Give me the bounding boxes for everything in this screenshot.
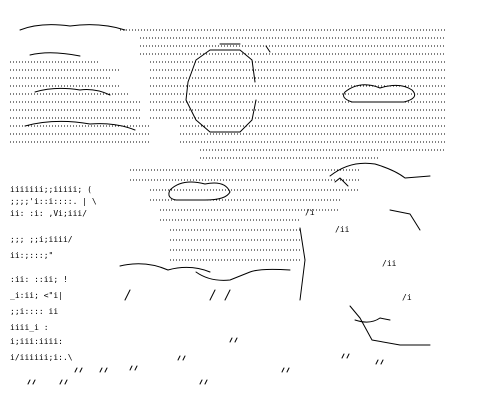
frag-a: iiiiiii;;iiiii; ( xyxy=(10,185,92,194)
sun-disc xyxy=(185,43,271,133)
frag-g: _i:ii; <"i| xyxy=(10,291,63,300)
frag-d: ;;; ;;i;iiii/ xyxy=(10,235,73,244)
frag-k: i/iiiiii;i:.\ xyxy=(10,353,73,362)
frag-j: i;iii:iiii: xyxy=(10,337,63,346)
frag-o: /i xyxy=(402,293,412,302)
frag-n: /ii xyxy=(382,259,397,268)
frag-i: iiii_i : xyxy=(10,323,49,332)
dotted-rows-sky xyxy=(10,29,445,159)
frag-m: /ii xyxy=(335,225,350,234)
frag-e: ii:;:::;" xyxy=(10,251,53,260)
frag-c: ii: :i: ,Vi;iii/ xyxy=(10,209,87,218)
left-foliage: iiiiiii;;iiiii; ( ;;;;'i::i::::. | \ ii:… xyxy=(10,185,97,362)
frag-f: :ii: ::ii; ! xyxy=(10,275,68,284)
ground-lines xyxy=(119,263,291,301)
clouds xyxy=(19,24,416,201)
hill-right xyxy=(329,162,431,187)
frag-b: ;;;;'i::i::::. | \ xyxy=(10,197,97,206)
grass-tufts xyxy=(27,337,384,385)
frag-l: /i xyxy=(305,208,315,217)
dotted-rows-ground xyxy=(130,169,360,261)
rock-right: /i /ii /ii /i xyxy=(299,208,431,346)
frag-h: ;;i:::: ii xyxy=(10,307,58,316)
